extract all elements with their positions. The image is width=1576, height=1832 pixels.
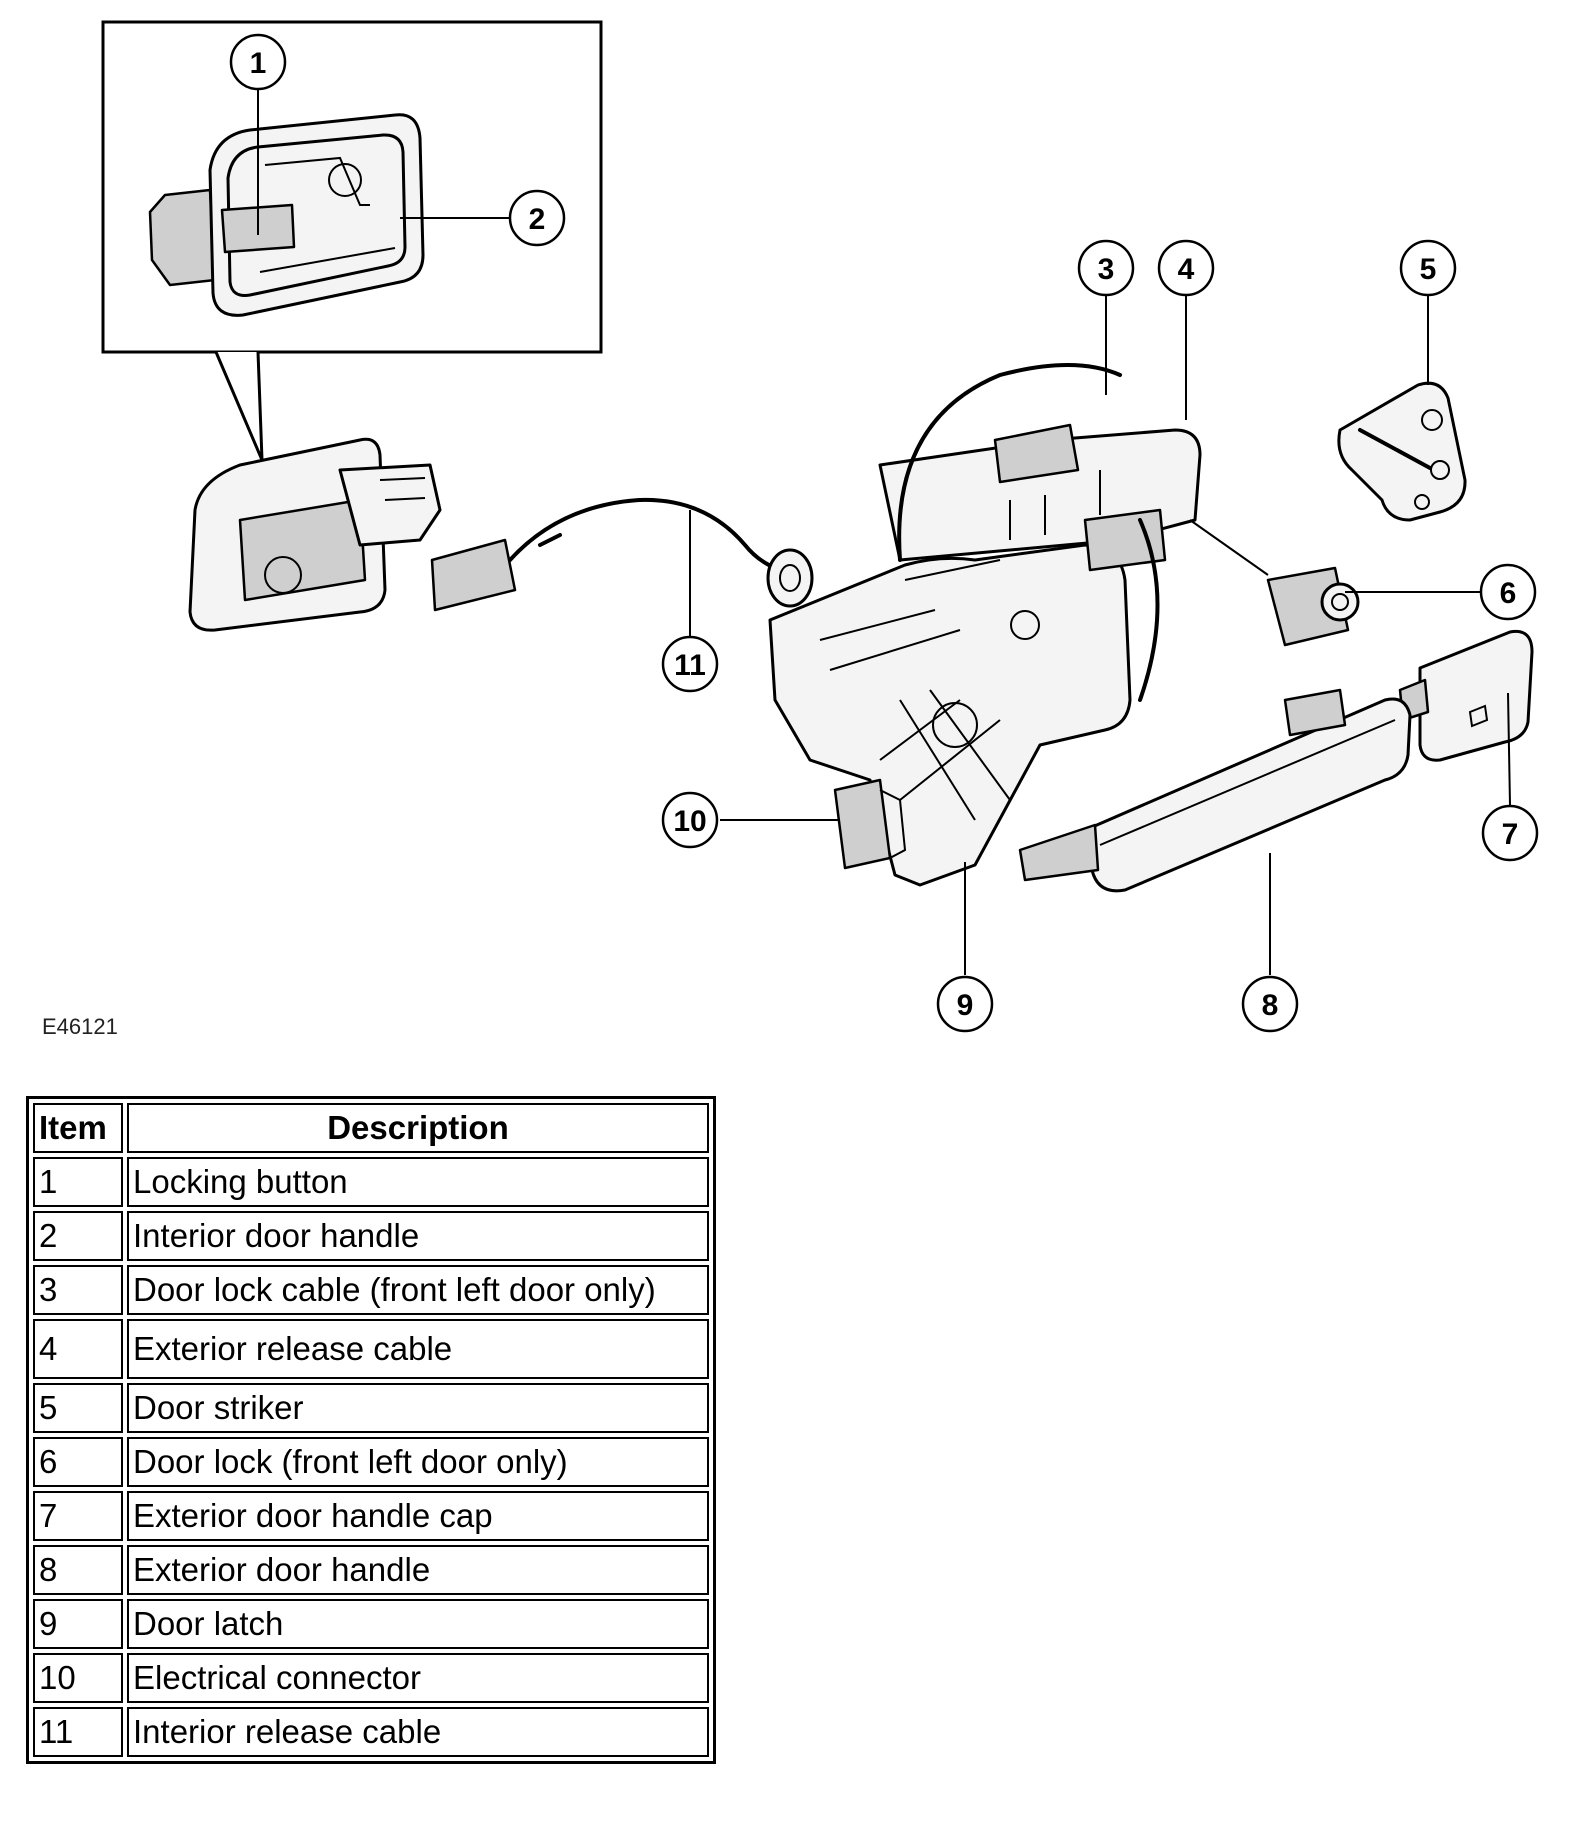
- svg-text:1: 1: [250, 47, 267, 80]
- electrical-connector-drawing: [833, 778, 907, 870]
- svg-text:6: 6: [1500, 577, 1517, 610]
- callout-3: 3: [1077, 239, 1135, 297]
- item-cell: 3: [33, 1265, 123, 1315]
- item-cell: 8: [33, 1545, 123, 1595]
- description-cell: Exterior release cable: [127, 1319, 709, 1379]
- svg-text:9: 9: [957, 989, 974, 1022]
- interior-release-cable-drawing: [430, 497, 814, 612]
- description-cell: Exterior door handle: [127, 1545, 709, 1595]
- item-cell: 7: [33, 1491, 123, 1541]
- callout-2: 2: [508, 189, 566, 247]
- figure-id: E46121: [42, 1014, 118, 1039]
- callout-9: 9: [936, 975, 994, 1033]
- item-cell: 2: [33, 1211, 123, 1261]
- description-cell: Interior door handle: [127, 1211, 709, 1261]
- callout-6: 6: [1479, 563, 1537, 621]
- item-cell: 9: [33, 1599, 123, 1649]
- door-latch-drawing: [768, 363, 1202, 887]
- item-cell: 11: [33, 1707, 123, 1757]
- svg-text:7: 7: [1502, 818, 1519, 851]
- callout-8: 8: [1241, 975, 1299, 1033]
- callout-10: 10: [661, 791, 719, 849]
- column-header-item: Item: [33, 1103, 123, 1153]
- description-cell: Exterior door handle cap: [127, 1491, 709, 1541]
- item-cell: 4: [33, 1319, 123, 1379]
- svg-text:11: 11: [674, 649, 706, 682]
- door-striker-drawing: [1337, 381, 1467, 522]
- description-cell: Door latch: [127, 1599, 709, 1649]
- callout-4: 4: [1157, 239, 1215, 297]
- svg-text:2: 2: [529, 203, 546, 236]
- column-header-description: Description: [127, 1103, 709, 1153]
- exterior-handle-cap-drawing: [1398, 629, 1534, 762]
- exterior-handle-drawing: [1018, 688, 1412, 893]
- description-cell: Door striker: [127, 1383, 709, 1433]
- svg-text:8: 8: [1262, 989, 1279, 1022]
- interior-handle-housing-drawing: [188, 437, 442, 632]
- callout-1: 1: [229, 33, 287, 91]
- description-cell: Door lock (front left door only): [127, 1437, 709, 1487]
- svg-text:5: 5: [1420, 253, 1437, 286]
- interior-handle-inset-drawing: [148, 113, 425, 317]
- description-cell: Electrical connector: [127, 1653, 709, 1703]
- inset-detail: [101, 20, 603, 461]
- svg-text:3: 3: [1098, 253, 1115, 286]
- description-cell: Door lock cable (front left door only): [127, 1265, 709, 1315]
- callout-5: 5: [1399, 239, 1457, 297]
- svg-text:10: 10: [673, 805, 706, 838]
- svg-text:4: 4: [1178, 253, 1195, 286]
- callout-7: 7: [1481, 804, 1539, 862]
- item-cell: 6: [33, 1437, 123, 1487]
- item-cell: 1: [33, 1157, 123, 1207]
- item-cell: 10: [33, 1653, 123, 1703]
- item-cell: 5: [33, 1383, 123, 1433]
- door-lock-drawing: [1266, 566, 1360, 647]
- leader-lines: [257, 83, 1511, 975]
- description-cell: Locking button: [127, 1157, 709, 1207]
- description-cell: Interior release cable: [127, 1707, 709, 1757]
- exploded-parts-diagram: 1 2 3 4 5 6 7 8 9 10 11 E46121: [42, 20, 1539, 1039]
- callout-11: 11: [661, 635, 719, 693]
- table-header-row: Item Description: [33, 1103, 709, 1153]
